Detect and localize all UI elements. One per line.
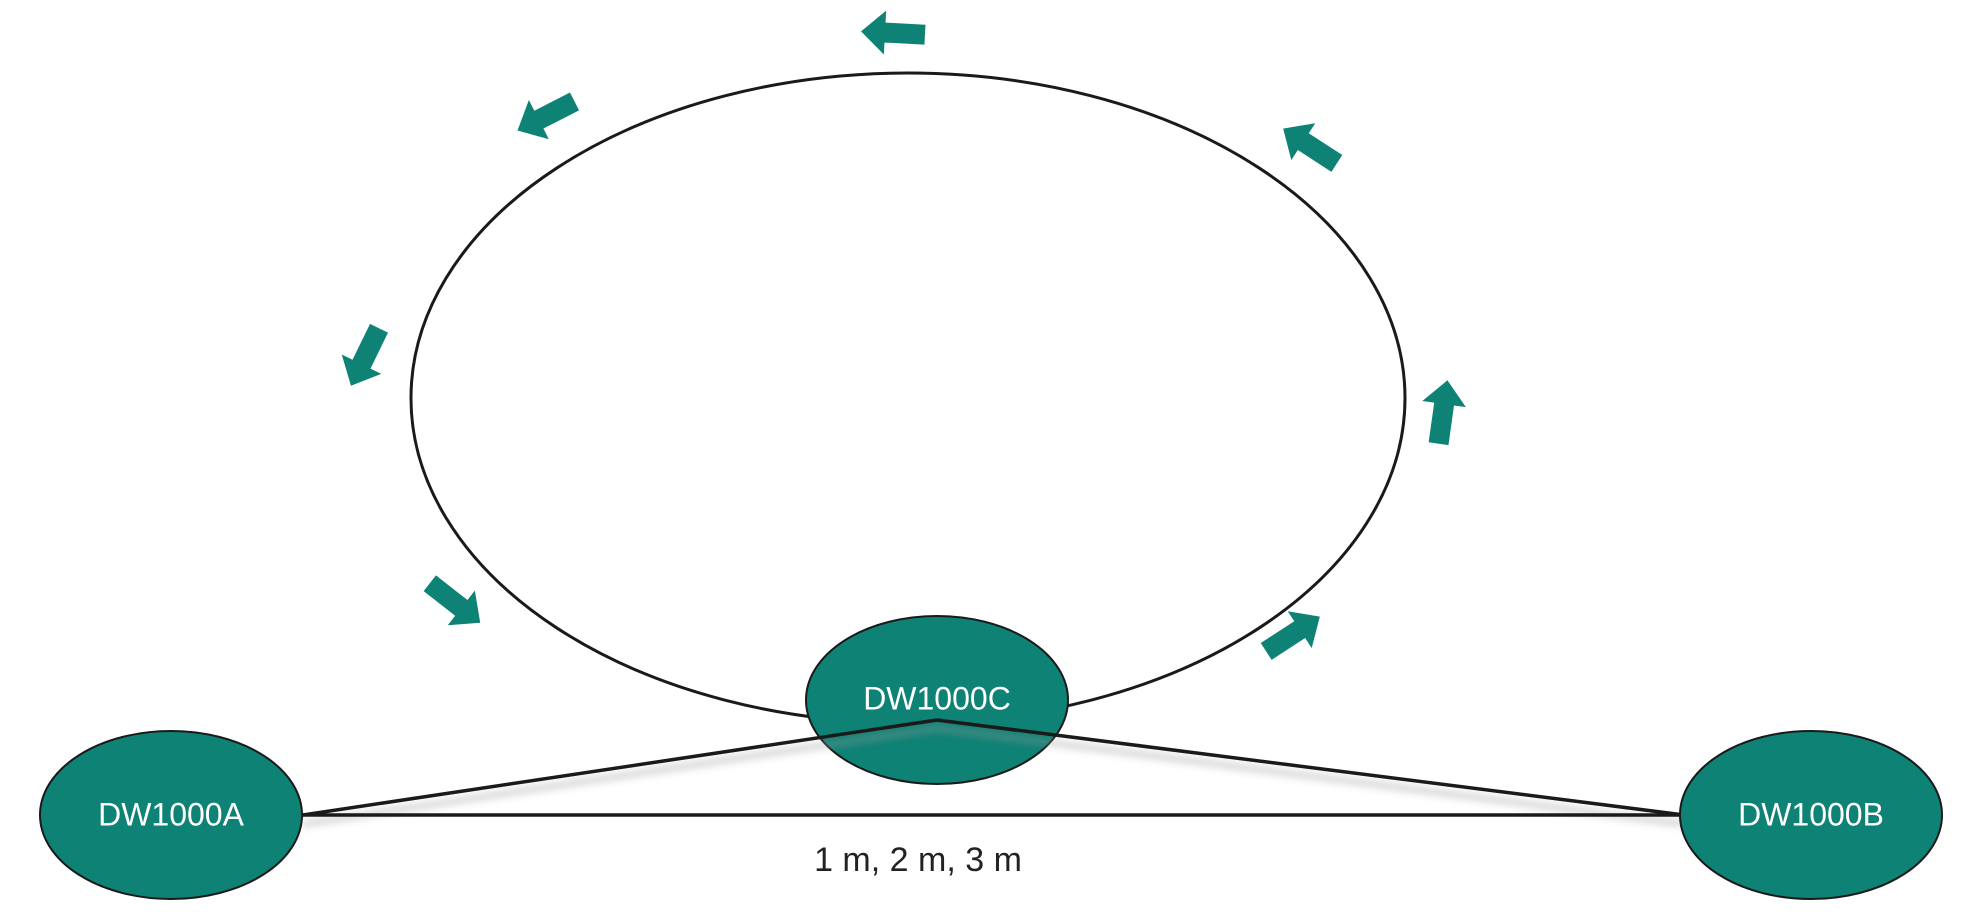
direction-arrow-icon xyxy=(1260,611,1320,660)
direction-arrow-icon xyxy=(861,10,926,55)
node-a-label: DW1000A xyxy=(98,796,245,832)
node-c: DW1000C xyxy=(805,615,1069,785)
direction-arrow-icon xyxy=(423,575,481,626)
direction-arrow-icon xyxy=(517,92,580,140)
node-c-label: DW1000C xyxy=(863,680,1011,716)
node-b-shape xyxy=(1679,730,1943,900)
direction-arrow-icon xyxy=(341,323,389,386)
node-b-label: DW1000B xyxy=(1738,796,1884,832)
range-lines-shadow xyxy=(302,724,1685,827)
node-b: DW1000B xyxy=(1679,730,1943,900)
direction-arrow-icon xyxy=(1283,123,1343,172)
node-c-shape xyxy=(805,615,1069,785)
direction-arrow-icon xyxy=(1422,380,1466,446)
node-a: DW1000A xyxy=(39,730,303,900)
range-line-c-to-b xyxy=(936,718,1685,817)
orbit-arrows xyxy=(341,10,1466,660)
node-a-shape xyxy=(39,730,303,900)
range-line-c-to-a xyxy=(302,718,938,817)
distance-label: 1 m, 2 m, 3 m xyxy=(814,841,1022,879)
